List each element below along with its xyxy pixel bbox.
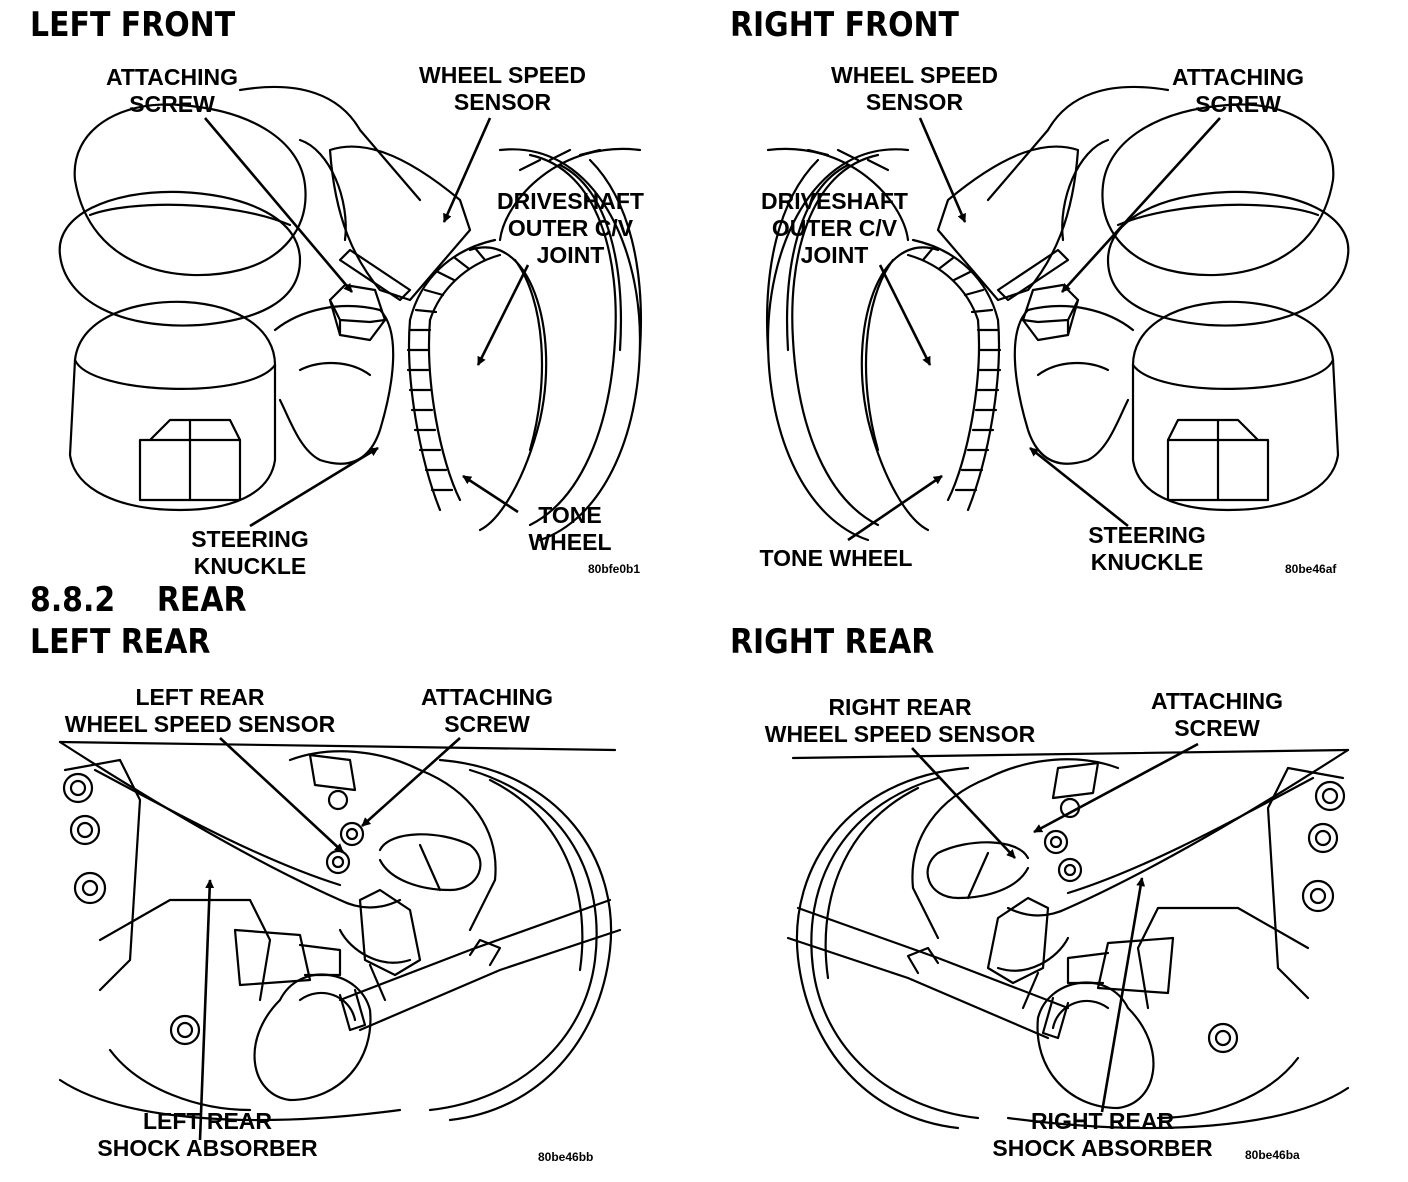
lf-attaching-screw-label: ATTACHING SCREW xyxy=(105,64,238,117)
rr-shock-arrow xyxy=(1102,877,1146,1112)
lf-figure-code: 80bfe0b1 xyxy=(588,562,641,576)
rf-attaching-screw-label: ATTACHING SCREW xyxy=(1171,64,1304,117)
rf-wheel-speed-sensor-label: WHEEL SPEED SENSOR xyxy=(831,62,998,115)
rr-shock-absorber-label: RIGHT REAR SHOCK ABSORBER xyxy=(992,1108,1213,1161)
right-rear-drawing xyxy=(786,748,1350,1130)
rf-figure-code: 80be46af xyxy=(1285,562,1337,576)
rr-wheel-speed-sensor-label: RIGHT REAR WHEEL SPEED SENSOR xyxy=(764,694,1036,747)
lr-attaching-screw-arrow xyxy=(362,738,460,826)
lf-knuckle-arrow xyxy=(250,448,379,526)
lr-sensor-arrow xyxy=(220,738,343,852)
left-front-heading: LEFT FRONT xyxy=(30,5,236,45)
rf-driveshaft-arrow xyxy=(880,265,930,366)
rf-knuckle-arrow xyxy=(1030,448,1128,526)
lr-shock-absorber-label: LEFT REAR SHOCK ABSORBER xyxy=(97,1108,318,1161)
right-front-heading: RIGHT FRONT xyxy=(730,5,959,45)
rf-sensor-arrow xyxy=(920,118,965,223)
lf-attaching-screw-arrow xyxy=(205,118,352,292)
right-front-drawing xyxy=(765,85,1350,542)
lr-attaching-screw-label: ATTACHING SCREW xyxy=(420,684,553,737)
left-rear-drawing xyxy=(58,740,622,1122)
lr-figure-code: 80be46bb xyxy=(538,1150,594,1164)
left-front-drawing xyxy=(58,85,643,542)
lf-tone-wheel-label: TONE WHEEL xyxy=(528,502,612,555)
rf-steering-knuckle-label: STEERING KNUCKLE xyxy=(1088,522,1206,575)
rf-tone-wheel-arrow xyxy=(848,476,943,540)
rr-attaching-screw-arrow xyxy=(1033,744,1198,832)
lf-sensor-arrow xyxy=(444,118,490,223)
section-heading: 8.8.2 REAR xyxy=(30,580,247,620)
rr-figure-code: 80be46ba xyxy=(1245,1148,1300,1162)
left-rear-heading: LEFT REAR xyxy=(30,622,211,662)
lf-tone-wheel-arrow xyxy=(462,476,518,512)
rf-attaching-screw-arrow xyxy=(1062,118,1220,292)
lr-shock-arrow xyxy=(200,879,215,1140)
lf-driveshaft-arrow xyxy=(478,265,528,366)
rf-tone-wheel-label: TONE WHEEL xyxy=(759,545,913,571)
rr-sensor-arrow xyxy=(912,748,1015,858)
lf-wheel-speed-sensor-label: WHEEL SPEED SENSOR xyxy=(419,62,586,115)
lr-wheel-speed-sensor-label: LEFT REAR WHEEL SPEED SENSOR xyxy=(64,684,336,737)
lf-driveshaft-label: DRIVESHAFT OUTER C/V JOINT xyxy=(497,188,644,268)
rr-attaching-screw-label: ATTACHING SCREW xyxy=(1150,688,1283,741)
right-rear-heading: RIGHT REAR xyxy=(730,622,935,662)
rf-driveshaft-label: DRIVESHAFT OUTER C/V JOINT xyxy=(761,188,908,268)
lf-steering-knuckle-label: STEERING KNUCKLE xyxy=(191,526,309,579)
